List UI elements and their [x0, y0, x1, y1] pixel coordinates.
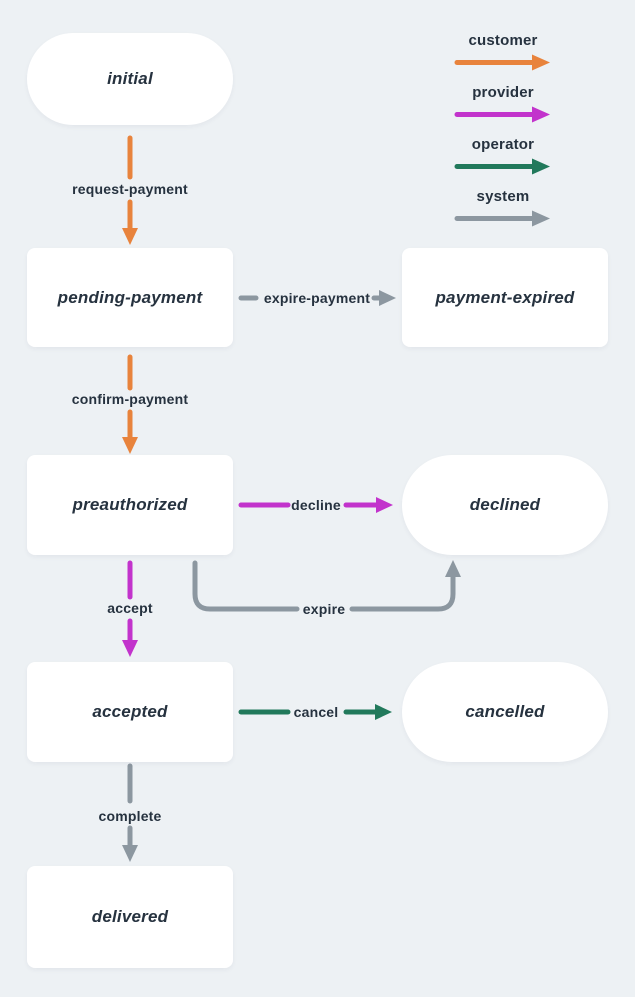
state-label-pending-payment: pending-payment — [57, 287, 203, 307]
transition-label-accept: accept — [107, 600, 153, 616]
state-node-delivered: delivered — [27, 866, 233, 968]
legend-item-provider: provider — [454, 82, 552, 123]
state-node-cancelled: cancelled — [402, 662, 608, 762]
provider-arrow-icon — [454, 106, 550, 123]
transition-label-request-payment: request-payment — [72, 181, 188, 197]
transition-label-expire: expire — [302, 601, 346, 617]
state-label-cancelled: cancelled — [465, 702, 545, 721]
state-label-preauthorized: preauthorized — [72, 495, 188, 514]
transition-label-complete: complete — [98, 808, 162, 824]
legend: customer provider operator system — [448, 30, 558, 238]
state-node-declined: declined — [402, 455, 608, 555]
legend-label-system: system — [476, 188, 530, 205]
operator-arrow-icon — [454, 158, 550, 175]
transition-label-confirm-payment: confirm-payment — [71, 391, 189, 407]
state-node-initial: initial — [27, 33, 233, 125]
state-label-delivered: delivered — [91, 907, 169, 926]
legend-label-operator: operator — [471, 136, 535, 153]
state-node-payment-expired: payment-expired — [402, 248, 608, 347]
legend-label-provider: provider — [472, 84, 534, 101]
transition-label-cancel: cancel — [293, 704, 339, 720]
transition-label-expire-payment: expire-payment — [263, 290, 371, 306]
state-label-accepted: accepted — [92, 702, 168, 721]
customer-arrow-icon — [454, 54, 550, 71]
legend-item-customer: customer — [454, 30, 552, 71]
state-node-accepted: accepted — [27, 662, 233, 762]
state-label-declined: declined — [469, 495, 541, 514]
state-node-preauthorized: preauthorized — [27, 455, 233, 555]
state-node-pending-payment: pending-payment — [27, 248, 233, 347]
system-arrow-icon — [454, 210, 550, 227]
transition-label-decline: decline — [291, 497, 341, 513]
legend-label-customer: customer — [468, 32, 538, 49]
legend-item-system: system — [454, 186, 552, 227]
state-label-initial: initial — [107, 69, 153, 88]
state-label-payment-expired: payment-expired — [435, 287, 575, 307]
legend-item-operator: operator — [454, 134, 552, 175]
